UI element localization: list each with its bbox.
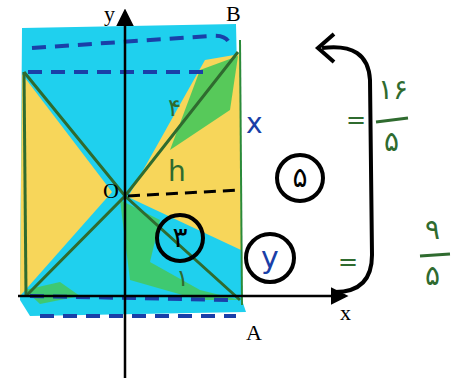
circle-ring: [157, 215, 203, 261]
point-label: O: [103, 180, 119, 202]
fraction-numerator: ۱۶: [378, 76, 408, 104]
variable-label: x: [246, 110, 263, 138]
circled-text: ۵: [292, 164, 307, 192]
circled-text: y: [261, 243, 279, 273]
circled-number: y: [244, 232, 296, 284]
equals-sign: =: [338, 250, 358, 274]
circled-number: ۳: [155, 213, 205, 263]
length-label: ۱: [176, 266, 189, 290]
point-label: A: [246, 322, 262, 344]
axis-label: x: [340, 302, 351, 324]
fraction-denominator: ۵: [425, 262, 440, 290]
height-line: [128, 190, 240, 196]
axis-label: y: [104, 3, 115, 25]
curved-arrow: [322, 47, 372, 292]
height-label: h: [168, 158, 186, 186]
fraction-numerator: ۹: [425, 216, 440, 244]
right-side: [240, 40, 242, 305]
fraction-bar: [420, 254, 450, 256]
circle-ring: [277, 155, 323, 201]
yellow-triangle: [20, 74, 112, 296]
fraction-denominator: ۵: [384, 128, 399, 156]
y-axis: [124, 12, 127, 378]
circle-ring: [246, 234, 294, 282]
green-patch: [25, 282, 80, 304]
x-axis: [18, 295, 345, 298]
circled-text: ۳: [172, 224, 187, 252]
point-label: B: [226, 3, 241, 25]
triangle-sides: [24, 52, 240, 300]
cyan-region: [20, 24, 246, 316]
equals-sign: =: [346, 108, 366, 132]
fraction-bar: [376, 118, 408, 122]
circled-number: ۵: [275, 153, 325, 203]
arrow-head: [318, 34, 334, 62]
length-label: ۴: [168, 96, 181, 120]
blue-dashes: [28, 36, 236, 316]
